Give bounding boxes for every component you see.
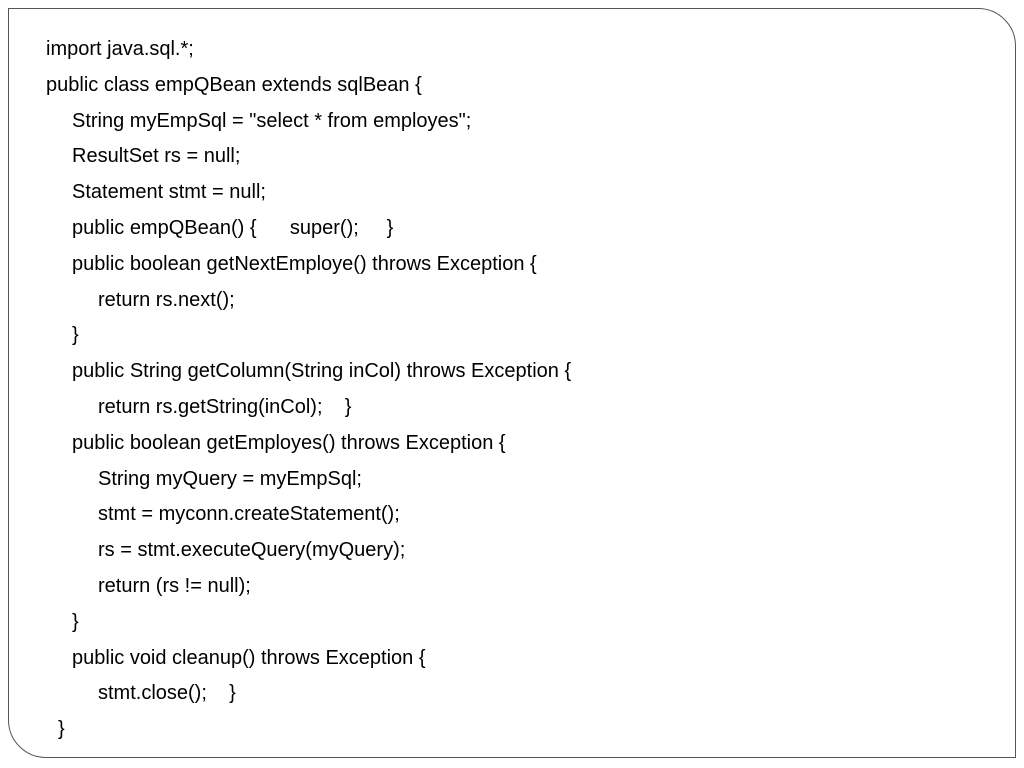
code-line-getnextemploye-signature: public boolean getNextEmploye() throws E… — [72, 252, 537, 275]
code-line-return-getstring: return rs.getString(inCol); } — [98, 395, 352, 418]
code-line-create-statement: stmt = myconn.createStatement(); — [98, 503, 400, 526]
code-line-class-close-brace: } — [58, 718, 65, 741]
code-line-stmt-close: stmt.close(); } — [98, 682, 236, 705]
code-line-close-brace: } — [72, 610, 79, 633]
code-line-myquery: String myQuery = myEmpSql; — [98, 467, 362, 490]
code-line-close-brace: } — [72, 324, 79, 347]
code-line-return-not-null: return (rs != null); — [98, 574, 251, 597]
code-line-import: import java.sql.*; — [46, 38, 194, 60]
code-line-getcolumn-signature: public String getColumn(String inCol) th… — [72, 360, 572, 383]
code-line-sql-field: String myEmpSql = "select * from employe… — [72, 109, 472, 132]
code-line-getemployes-signature: public boolean getEmployes() throws Exce… — [72, 431, 506, 454]
slide-frame — [8, 8, 1016, 758]
code-line-return-next: return rs.next(); — [98, 288, 235, 311]
code-line-class-declaration: public class empQBean extends sqlBean { — [46, 73, 422, 96]
code-line-constructor: public empQBean() { super(); } — [72, 216, 394, 239]
code-line-statement-field: Statement stmt = null; — [72, 181, 266, 204]
code-line-cleanup-signature: public void cleanup() throws Exception { — [72, 646, 426, 669]
code-listing: import java.sql.*; public class empQBean… — [46, 32, 571, 748]
code-line-execute-query: rs = stmt.executeQuery(myQuery); — [98, 539, 406, 562]
code-line-resultset-field: ResultSet rs = null; — [72, 145, 241, 168]
